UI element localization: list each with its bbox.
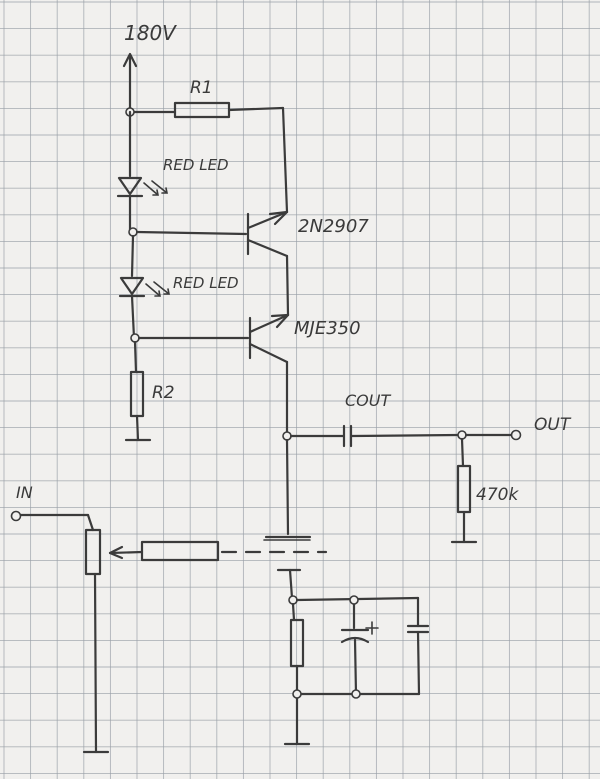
junction-node bbox=[128, 227, 138, 237]
resistor-470k bbox=[450, 437, 478, 544]
tube-cathode bbox=[276, 568, 302, 600]
led-2-symbol bbox=[118, 234, 170, 340]
in-label: IN bbox=[16, 483, 33, 502]
resistor-r2 bbox=[124, 340, 152, 442]
junction-node bbox=[349, 595, 359, 605]
r1-label: R1 bbox=[190, 78, 213, 98]
supply-label: 180V bbox=[124, 21, 177, 45]
junction-node bbox=[282, 431, 292, 441]
junction-node bbox=[292, 689, 302, 699]
r-out-label: 470k bbox=[476, 485, 519, 505]
input-potentiometer bbox=[19, 513, 110, 754]
input-terminal bbox=[10, 510, 22, 522]
junction-node bbox=[351, 689, 361, 699]
r2-label: R2 bbox=[152, 383, 175, 403]
junction-node bbox=[288, 595, 298, 605]
cathode-network bbox=[283, 596, 430, 746]
resistor-r1 bbox=[128, 101, 289, 214]
transistor-q1 bbox=[135, 210, 290, 317]
transistor-q2 bbox=[137, 313, 290, 438]
led-1-symbol bbox=[116, 110, 168, 234]
cout-label: COUT bbox=[345, 391, 391, 410]
capacitor-cout bbox=[289, 424, 460, 448]
junction-node bbox=[130, 333, 140, 343]
q1-label: 2N2907 bbox=[298, 216, 369, 237]
output-terminal bbox=[510, 429, 522, 441]
grid-resistor bbox=[108, 540, 220, 562]
supply-terminal bbox=[122, 52, 138, 114]
q2-label: MJE350 bbox=[294, 318, 361, 339]
tube-anode bbox=[263, 438, 312, 541]
led-2-label: RED LED bbox=[173, 274, 239, 292]
out-label: OUT bbox=[534, 415, 572, 435]
junction-node bbox=[457, 430, 467, 440]
led-1-label: RED LED bbox=[163, 156, 229, 174]
